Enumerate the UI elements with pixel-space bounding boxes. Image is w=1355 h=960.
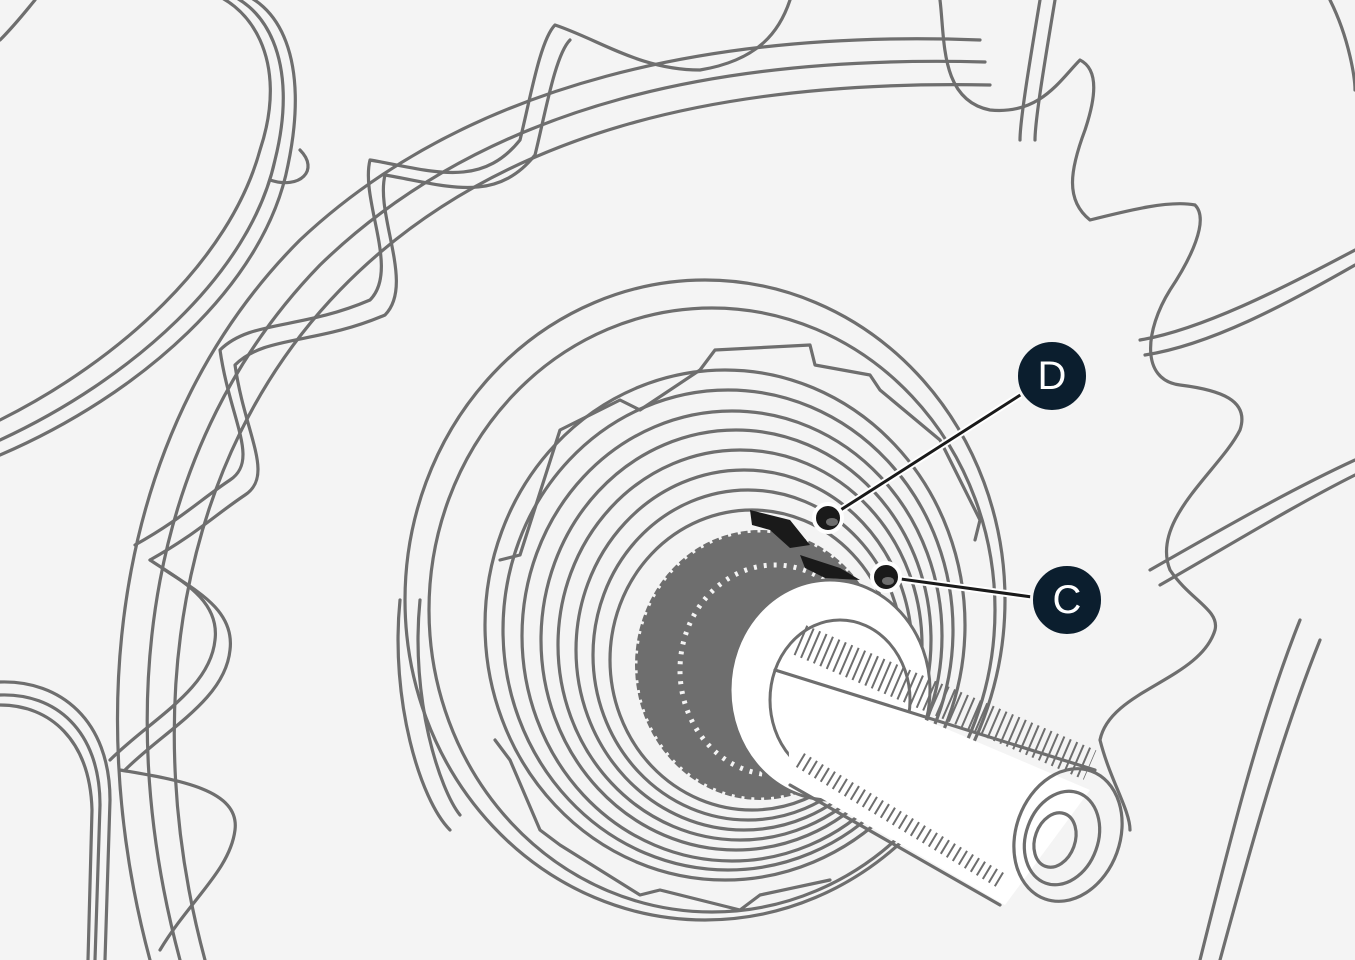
crank-arm-left [0, 0, 310, 457]
callout-d-label: D [1037, 353, 1067, 398]
callout-leaders [812, 389, 1033, 601]
callout-d-badge: D [1015, 339, 1089, 413]
threaded-spindle [773, 625, 1124, 907]
outer-chainring [108, 0, 992, 960]
callout-c-badge: C [1030, 563, 1104, 637]
callout-c-target-dot [870, 561, 902, 593]
chainring-teeth-right [938, 0, 1355, 960]
crank-arm-bottom-left [0, 598, 462, 960]
callout-c-label: C [1052, 577, 1082, 622]
callout-d-target-dot [812, 502, 844, 534]
